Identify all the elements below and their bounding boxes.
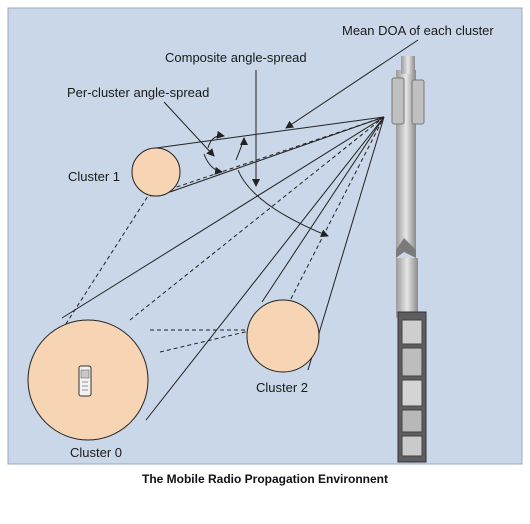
figure-caption: The Mobile Radio Propagation Environnent: [141, 472, 388, 486]
per-cluster-spread-label: Per-cluster angle-spread: [67, 85, 209, 100]
composite-spread-label: Composite angle-spread: [165, 50, 307, 65]
dashed-rays: [61, 116, 385, 353]
annotation-arrows: [163, 39, 419, 238]
propagation-rays: [61, 116, 385, 421]
cluster-0-label: Cluster 0: [70, 445, 122, 460]
mean-doa-label: Mean DOA of each cluster: [342, 23, 494, 38]
mobile-phone-icon: [78, 365, 92, 397]
cluster-2-label: Cluster 2: [256, 380, 308, 395]
cluster-2-circle: [246, 299, 320, 373]
antenna-tower: [391, 56, 427, 463]
cluster-1-circle: [131, 147, 181, 197]
cluster-1-label: Cluster 1: [68, 169, 120, 184]
